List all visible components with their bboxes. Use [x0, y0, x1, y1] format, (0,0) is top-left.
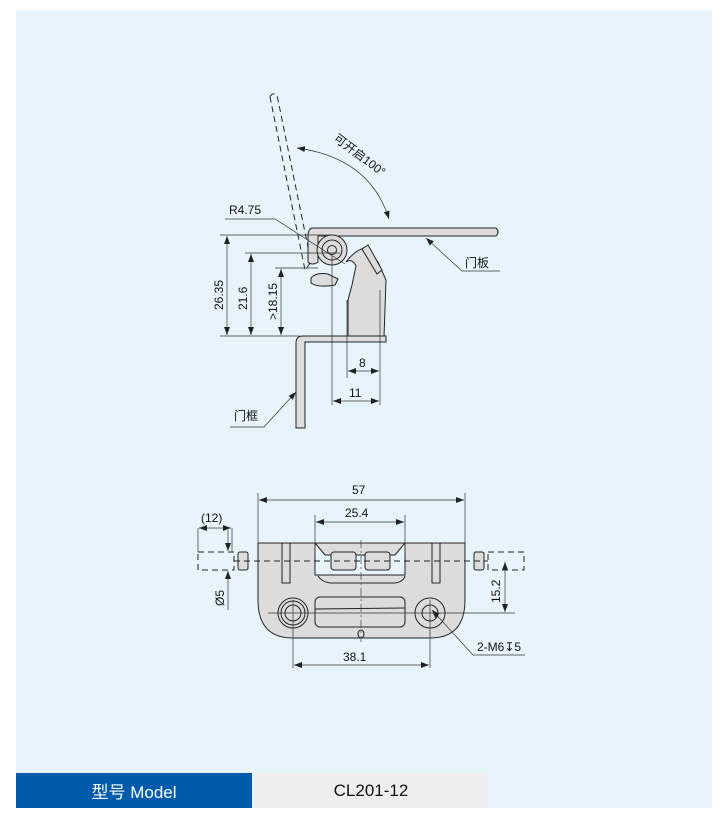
radius-label: R4.75 [229, 203, 261, 217]
slot-line [314, 607, 406, 610]
dim-center: 25.4 [345, 506, 369, 520]
drawing-panel [16, 10, 712, 808]
dim-width: 57 [352, 483, 366, 497]
pivot-pin [327, 245, 337, 255]
door-panel-leader [425, 237, 500, 272]
model-value: CL201-12 [254, 773, 488, 808]
dim-height: 15.2 [489, 579, 503, 603]
door-panel [307, 227, 499, 265]
thread-leader [431, 609, 525, 656]
recess-edge [317, 575, 406, 584]
dim-11: 11 [349, 386, 362, 400]
front-extension-lines [197, 493, 466, 668]
door-frame-label: 门框 [234, 408, 258, 423]
pin-clip-right [431, 542, 441, 584]
dim-8: 8 [359, 356, 366, 370]
dim-diameter: Ø5 [213, 590, 227, 606]
model-label: 型号 Model [16, 773, 252, 808]
radius-leader [225, 218, 346, 265]
center-recess [313, 542, 407, 556]
pin-clip-left [281, 542, 291, 584]
slot [314, 596, 406, 628]
hinge-leaf [361, 244, 383, 275]
dim-min-height: >18.15 [266, 283, 280, 320]
thread-label: 2-M6↧5 [477, 640, 521, 654]
door-panel-label: 门板 [465, 255, 489, 270]
extension-lines [220, 234, 340, 337]
dim-pin: (12) [201, 511, 222, 525]
pin-extended-right [487, 551, 525, 571]
opening-arc [296, 146, 390, 220]
dim-hole-spacing: 38.1 [343, 650, 367, 664]
door-frame [295, 335, 387, 429]
hinge-stop [310, 273, 339, 287]
side-view: 可开启100° R4.75 26.35 21.6 >18.15 8 11 门板 … [212, 93, 500, 429]
pin-extended-left [197, 551, 235, 571]
dim-pivot-height: 21.6 [236, 286, 250, 310]
dim-total-height: 26.35 [212, 280, 226, 310]
door-frame-leader [230, 391, 297, 428]
opening-angle-label: 可开启100° [331, 131, 388, 179]
extension-lines-vertical [331, 256, 381, 405]
front-view: 57 25.4 (12) Ø5 15.2 38.1 2-M6↧5 [197, 483, 525, 668]
door-open-position [269, 93, 312, 272]
